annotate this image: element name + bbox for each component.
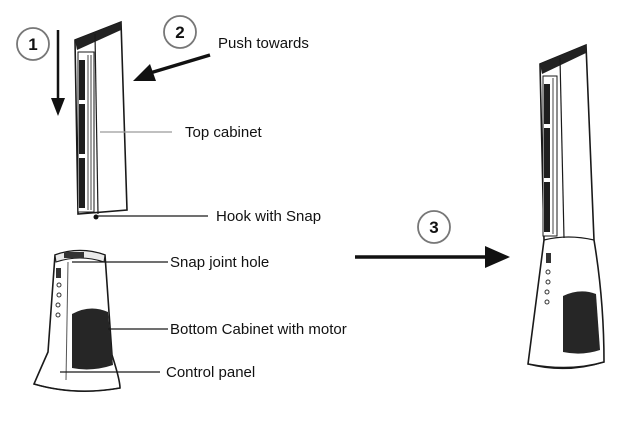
step-1-marker: 1 (16, 27, 50, 61)
step-2-marker: 2 (163, 15, 197, 49)
label-push-towards: Push towards (218, 35, 309, 52)
label-control-panel: Control panel (166, 364, 256, 381)
label-bottom-cabinet: Bottom Cabinet with motor (170, 321, 347, 338)
top-cabinet (74, 20, 128, 220)
assembled-fan (527, 43, 605, 370)
step-3-marker: 3 (417, 210, 451, 244)
label-top-cabinet: Top cabinet (185, 124, 262, 141)
step-1-number: 1 (28, 35, 37, 54)
step-3-circle (417, 210, 451, 244)
step-2-circle (163, 15, 197, 49)
down-arrow-icon (51, 30, 65, 116)
step-3-number: 3 (429, 218, 438, 237)
push-arrow-icon (133, 53, 211, 81)
right-arrow-icon (355, 246, 510, 268)
bottom-cabinet (32, 249, 121, 392)
step-1-circle (16, 27, 50, 61)
step-2-number: 2 (175, 23, 184, 42)
label-snap-joint-hole: Snap joint hole (170, 254, 270, 271)
label-hook-with-snap: Hook with Snap (216, 208, 322, 225)
